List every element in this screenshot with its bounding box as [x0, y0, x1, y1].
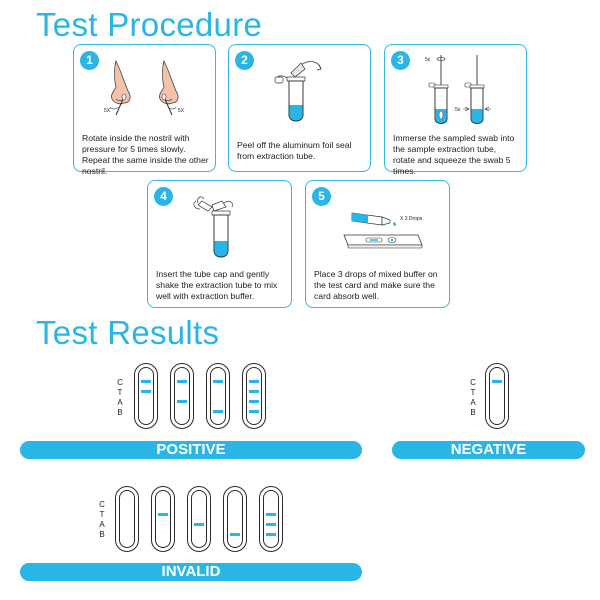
label-c: C — [470, 378, 476, 387]
label-b: B — [117, 408, 123, 417]
step-text-4: Insert the tube cap and gently shake the… — [156, 269, 278, 301]
result-line-c — [249, 380, 259, 383]
strip-window — [119, 490, 135, 548]
result-line-b — [213, 410, 223, 413]
squeeze-label: 5x — [455, 107, 461, 113]
step-number-2: 2 — [235, 51, 254, 70]
drops-on-card-illustration: X 3 Drops — [343, 212, 423, 249]
rotate-label: 5x — [425, 57, 431, 63]
label-a: A — [470, 398, 476, 407]
step-text-2: Peel off the aluminum foil seal from ext… — [237, 140, 352, 161]
invalid-strip-5 — [259, 486, 283, 552]
invalid-strip-2 — [151, 486, 175, 552]
strip-window — [174, 367, 190, 425]
positive-strip-3 — [206, 363, 230, 429]
label-b: B — [99, 530, 105, 539]
label-c: C — [99, 500, 105, 509]
strip-window — [155, 490, 171, 548]
step-number-5: 5 — [312, 187, 331, 206]
label-t: T — [99, 510, 105, 519]
label-c: C — [117, 378, 123, 387]
invalid-strip-1 — [115, 486, 139, 552]
label-t: T — [470, 388, 476, 397]
step-card-3: 3 5x 5x Immerse the sampled swab into th… — [384, 44, 527, 176]
strip-window — [246, 367, 262, 425]
strip-window — [210, 367, 226, 425]
result-line-t — [141, 390, 151, 393]
step-text-3: Immerse the sampled swab into the sample… — [393, 133, 515, 176]
negative-banner: NEGATIVE — [392, 441, 585, 459]
strip-window — [191, 490, 207, 548]
step-text-1: Rotate inside the nostril with pressure … — [82, 133, 209, 176]
positive-strip-2 — [170, 363, 194, 429]
result-line-b — [249, 410, 259, 413]
swab-immerse-illustration: 5x 5x — [425, 55, 491, 124]
nose-label-1: 5X — [104, 108, 111, 114]
step-text-5: Place 3 drops of mixed buffer on the tes… — [314, 269, 438, 301]
result-line-a — [249, 400, 259, 403]
result-line-t — [158, 513, 168, 516]
drops-label: X 3 Drops — [400, 216, 423, 222]
result-line-t — [266, 513, 276, 516]
invalid-banner: INVALID — [20, 563, 362, 581]
result-line-c — [213, 380, 223, 383]
strip-window — [227, 490, 243, 548]
strip-window — [263, 490, 279, 548]
nose-label-2: 5X — [178, 108, 185, 114]
step-card-4: 4 Insert the tube cap and gently shake t… — [147, 180, 292, 308]
result-line-a — [177, 400, 187, 403]
strip-window — [489, 367, 505, 425]
step-card-1: 1 5X 5X Rotate inside the nostril with p… — [73, 44, 216, 176]
results-title: Test Results — [36, 314, 220, 351]
result-line-c — [177, 380, 187, 383]
nose-swab-illustration: 5X 5X — [104, 59, 185, 116]
positive-strip-4 — [242, 363, 266, 429]
invalid-line-labels: C T A B — [97, 500, 107, 540]
label-t: T — [117, 388, 123, 397]
result-line-b — [230, 533, 240, 536]
positive-banner: POSITIVE — [20, 441, 362, 459]
negative-strip-1 — [485, 363, 509, 429]
positive-line-labels: C T A B — [115, 378, 125, 418]
step-number-4: 4 — [154, 187, 173, 206]
step-number-3: 3 — [391, 51, 410, 70]
extraction-tube-peel-illustration — [274, 61, 322, 122]
shake-tube-illustration — [193, 196, 233, 258]
result-line-c — [141, 380, 151, 383]
result-line-t — [249, 390, 259, 393]
procedure-title: Test Procedure — [36, 6, 263, 43]
invalid-strip-3 — [187, 486, 211, 552]
invalid-strip-4 — [223, 486, 247, 552]
label-a: A — [117, 398, 123, 407]
label-b: B — [470, 408, 476, 417]
result-line-a — [266, 523, 276, 526]
step-number-1: 1 — [80, 51, 99, 70]
positive-strip-1 — [134, 363, 158, 429]
result-line-b — [266, 533, 276, 536]
label-a: A — [99, 520, 105, 529]
step-card-5: 5 X 3 Drops Place 3 drops of mixed buffe… — [305, 180, 450, 308]
result-line-a — [194, 523, 204, 526]
strip-window — [138, 367, 154, 425]
result-line-c — [492, 380, 502, 383]
negative-line-labels: C T A B — [468, 378, 478, 418]
step-card-2: 2 Peel off the aluminum foil seal from e… — [228, 44, 371, 172]
